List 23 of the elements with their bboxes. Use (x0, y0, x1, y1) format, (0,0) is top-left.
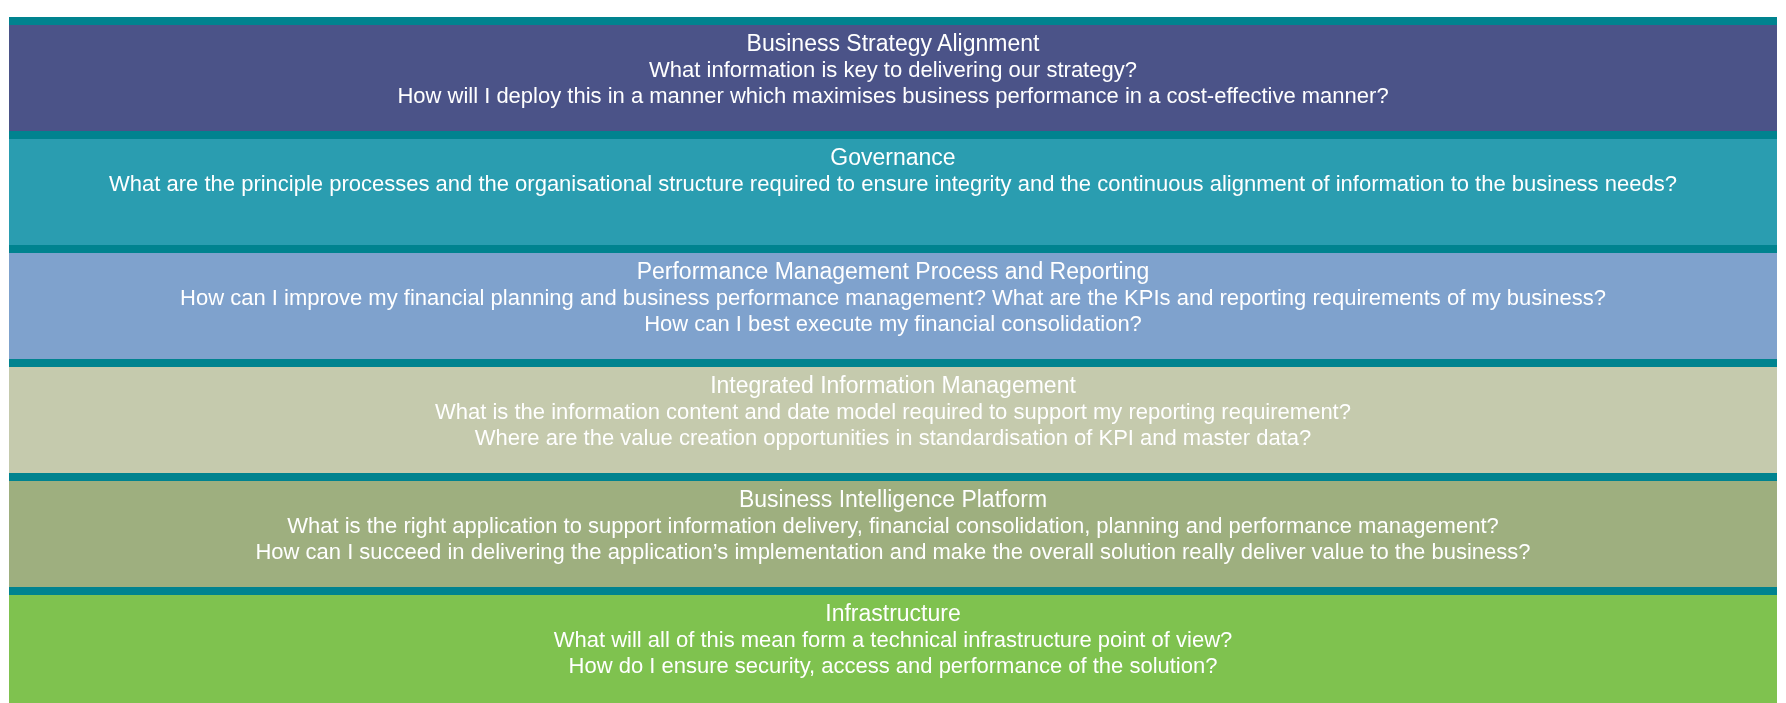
question-text: What is the right application to support information delivery, financial consolidation, planning and performance management? (286, 513, 1500, 539)
layer-heading: Performance Management Process and Reporting (635, 257, 1151, 285)
question-text: What is the information content and date model required to support my reporting requirement? (434, 399, 1352, 425)
layer-band (9, 25, 1777, 131)
layer-band (9, 367, 1777, 473)
layer-heading: Integrated Information Management (709, 371, 1077, 399)
layer-band (9, 481, 1777, 587)
question-text: What information is key to delivering our strategy? (648, 57, 1138, 83)
layer-band (9, 595, 1777, 703)
question-text: How will I deploy this in a manner which maximises business performance in a cost-effective manner? (396, 83, 1390, 109)
question-text: How can I best execute my financial consolidation? (643, 311, 1143, 337)
question-text: How do I ensure security, access and performance of the solution? (567, 653, 1219, 679)
layer-band (9, 253, 1777, 359)
question-text: How can I improve my financial planning and business performance management? What are the KPIs and reporting requirements of my business? (179, 285, 1607, 311)
question-text: What will all of this mean form a technical infrastructure point of view? (552, 627, 1234, 653)
layer-heading: Business Strategy Alignment (745, 29, 1041, 57)
layer-heading: Governance (829, 143, 957, 171)
layer-heading: Infrastructure (824, 599, 962, 627)
layer-band (9, 139, 1777, 245)
layer-heading: Business Intelligence Platform (737, 485, 1049, 513)
question-text: What are the principle processes and the organisational structure required to ensure integrity and the continuous alignment of information to the business needs? (108, 171, 1678, 197)
question-text: How can I succeed in delivering the application’s implementation and make the overall solution really deliver value to the business? (254, 539, 1532, 565)
question-text: Where are the value creation opportunities in standardisation of KPI and master data? (473, 425, 1313, 451)
